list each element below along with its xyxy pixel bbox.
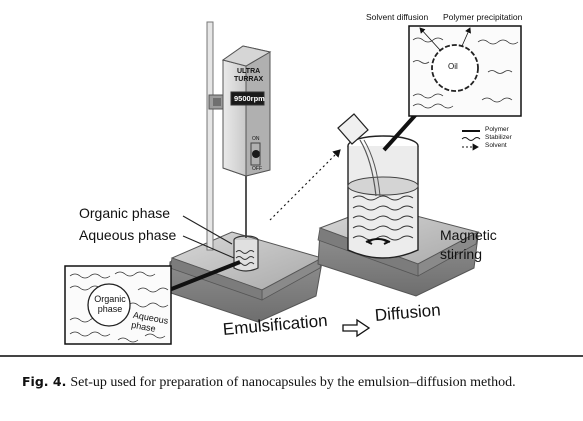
- speed-display: 9500rpm: [234, 94, 265, 103]
- process-arrow: [342, 318, 371, 338]
- transfer-arrow: [269, 149, 341, 221]
- organic-phase-label: Organic phase: [79, 205, 171, 221]
- caption-text: Set-up used for preparation of nanocapsu…: [70, 375, 516, 390]
- pouring-vial: [337, 113, 381, 197]
- diffusion-beaker: [347, 135, 419, 259]
- phase-leader-lines: [182, 215, 235, 259]
- oil-droplet-inset: [382, 25, 522, 152]
- organic-aqueous-inset: [64, 260, 241, 345]
- solvent-diffusion-label: Solvent diffusion: [366, 12, 429, 22]
- inset-organic-phase-label: Organic phase: [94, 294, 126, 314]
- legend-marks: [461, 130, 481, 151]
- caption-divider: [0, 355, 583, 357]
- switch-off-label: OFF: [252, 166, 262, 172]
- magnetic-stirring-label: Magnetic stirring: [440, 227, 497, 262]
- aqueous-phase-label: Aqueous phase: [79, 227, 177, 243]
- legend-solvent: Solvent: [485, 142, 507, 149]
- figure-caption: Fig. 4.Set-up used for preparation of na…: [22, 372, 562, 392]
- switch-on-label: ON: [252, 136, 260, 142]
- device-brand-line2: TURRAX: [234, 76, 264, 83]
- ultra-turrax-homogenizer: [221, 45, 272, 238]
- device-brand-line1: ULTRA: [237, 68, 261, 75]
- emulsion-diffusion-diagram: [64, 21, 522, 345]
- legend-polymer: Polymer: [485, 126, 509, 133]
- legend-stabilizer: Stabilizer: [485, 134, 512, 141]
- polymer-precipitation-label: Polymer precipitation: [443, 12, 523, 22]
- figure-label: Fig. 4.: [22, 374, 67, 389]
- emulsification-beaker: [233, 235, 259, 272]
- oil-label: Oil: [448, 62, 458, 71]
